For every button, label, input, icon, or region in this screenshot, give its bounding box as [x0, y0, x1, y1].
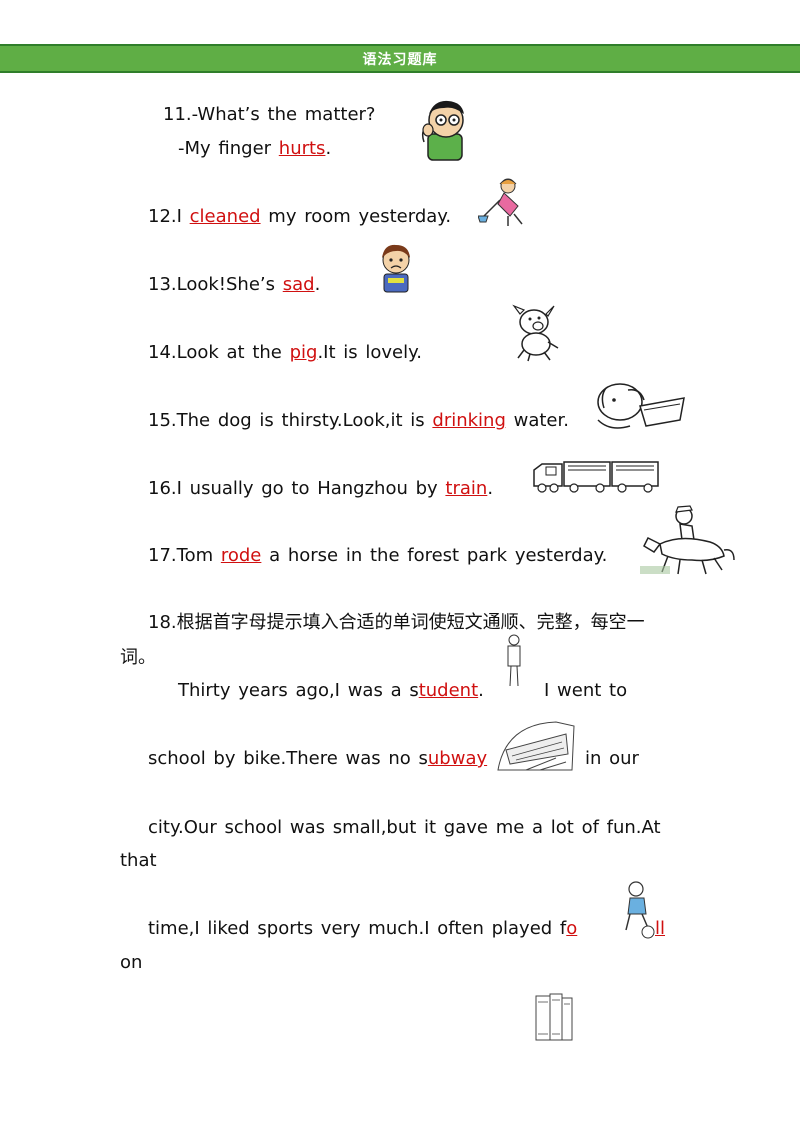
passage-line-1-tail: I went to — [544, 678, 627, 704]
answer-word: ubway — [427, 748, 488, 769]
passage-text: that — [120, 850, 157, 871]
passage-text: in our — [585, 748, 639, 769]
header-bar: 语法习题库 — [0, 44, 800, 73]
instruction-text: 词。 — [120, 647, 156, 668]
passage-text: time,I liked sports very much.I often pl… — [148, 918, 567, 939]
question-12: 12.I cleaned my room yesterday. — [148, 204, 451, 230]
question-18-instruction: 18.根据首字母提示填入合适的单词使短文通顺、完整，每空一 — [148, 610, 645, 636]
girl-mopping-icon — [478, 178, 523, 226]
question-text: . — [314, 274, 321, 295]
answer-word: tudent — [418, 680, 479, 701]
question-text: 15.The dog is thirsty.Look,it is — [148, 410, 433, 431]
question-text: 17.Tom — [148, 545, 221, 566]
question-text: 16.I usually go to Hangzhou by — [148, 478, 446, 499]
header-title: 语法习题库 — [362, 51, 438, 68]
answer-word: cleaned — [189, 206, 261, 227]
student-icon — [507, 634, 521, 687]
passage-line-2: school by bike.There was no subway — [148, 746, 487, 772]
sad-girl-icon — [382, 244, 410, 293]
answer-word: sad — [282, 274, 315, 295]
question-text: 14.Look at the — [148, 342, 290, 363]
answer-word: train — [445, 478, 488, 499]
boy-football-icon — [625, 881, 655, 939]
question-text: .It is lovely. — [317, 342, 422, 363]
question-text: . — [487, 478, 494, 499]
question-text: 11.-What’s the matter? — [163, 104, 376, 125]
passage-line-4: time,I liked sports very much.I often pl… — [148, 916, 577, 942]
answer-word: o — [566, 918, 578, 939]
dog-drinking-icon — [597, 383, 685, 429]
passage-line-4-cont: on — [120, 950, 142, 976]
answer-word: drinking — [432, 410, 506, 431]
passage-text: I went to — [544, 680, 628, 701]
books-icon — [535, 993, 573, 1041]
passage-text: Thirty years ago,I was a s — [178, 680, 419, 701]
question-11-answer: -My finger hurts. — [178, 136, 331, 162]
question-text: a horse in the forest park yesterday. — [261, 545, 608, 566]
answer-word: pig — [289, 342, 318, 363]
train-icon — [533, 461, 659, 493]
question-14: 14.Look at the pig.It is lovely. — [148, 340, 422, 366]
question-text: my room yesterday. — [260, 206, 452, 227]
passage-line-1: Thirty years ago,I was a student. — [178, 678, 484, 704]
question-16: 16.I usually go to Hangzhou by train. — [148, 476, 493, 502]
question-text: . — [325, 138, 332, 159]
boy-finger-icon — [421, 100, 464, 161]
answer-word: rode — [220, 545, 262, 566]
question-18-instruction-cont: 词。 — [120, 645, 156, 671]
boy-riding-horse-icon — [640, 505, 735, 575]
question-text: -My finger — [178, 138, 279, 159]
passage-text: . — [478, 680, 484, 701]
question-text: 12.I — [148, 206, 190, 227]
passage-line-4-answer-end: ll — [655, 916, 665, 942]
answer-word: hurts — [278, 138, 326, 159]
passage-text: on — [120, 952, 143, 973]
passage-text: school by bike.There was no s — [148, 748, 428, 769]
question-17: 17.Tom rode a horse in the forest park y… — [148, 543, 607, 569]
question-text: 13.Look!She’s — [148, 274, 283, 295]
question-11: 11.-What’s the matter? — [163, 102, 375, 128]
passage-line-3-cont: that — [120, 848, 157, 874]
passage-text: city.Our school was small,but it gave me… — [148, 817, 661, 838]
subway-icon — [497, 721, 575, 771]
instruction-text: 18.根据首字母提示填入合适的单词使短文通顺、完整，每空一 — [148, 612, 645, 633]
question-text: water. — [505, 410, 569, 431]
question-13: 13.Look!She’s sad. — [148, 272, 320, 298]
answer-word: ll — [655, 918, 666, 939]
pig-icon — [512, 304, 559, 362]
passage-line-3: city.Our school was small,but it gave me… — [148, 815, 661, 841]
question-15: 15.The dog is thirsty.Look,it is drinkin… — [148, 408, 569, 434]
passage-line-2-tail: in our — [585, 746, 639, 772]
